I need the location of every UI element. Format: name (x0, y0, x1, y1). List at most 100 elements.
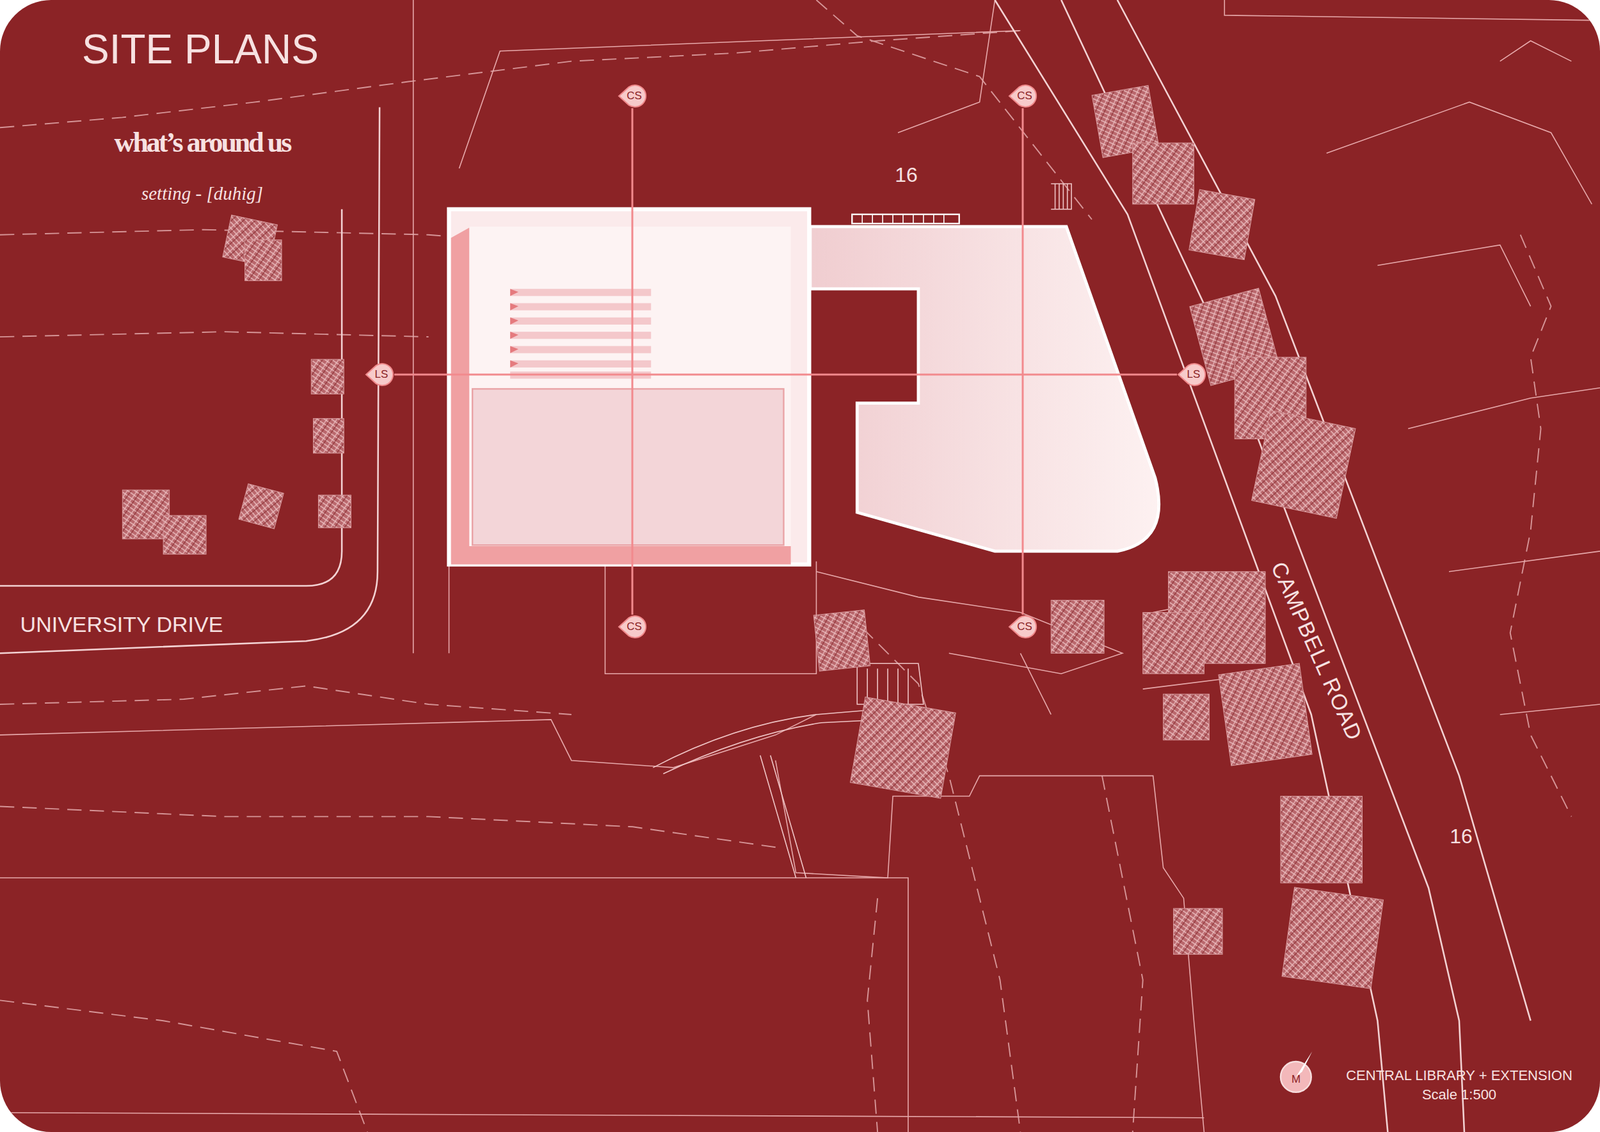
plan-rect (449, 209, 810, 565)
section-marker: CS (1008, 83, 1038, 109)
plan-rect (122, 489, 169, 539)
plan-rect (1218, 663, 1312, 766)
plan-path (897, 0, 995, 133)
roads (0, 0, 1531, 1132)
plan-path (0, 685, 572, 715)
plan-path (510, 331, 519, 339)
plan-rect (510, 317, 651, 325)
plan-path (604, 561, 816, 674)
section-tag: LS (1187, 368, 1201, 381)
plan-path (510, 317, 519, 325)
plan-path (510, 345, 519, 353)
plan-path (1510, 234, 1572, 817)
setting-note: setting - [duhig] (141, 183, 264, 205)
drawing-scale: Scale 1:500 (1422, 1086, 1497, 1103)
contour-level: 16 (1449, 824, 1473, 848)
contour-level: 16 (894, 163, 918, 187)
plan-rect (238, 483, 284, 529)
north-letter: M (1291, 1073, 1301, 1086)
plan-path (0, 805, 776, 847)
plan-rect (510, 302, 651, 310)
section-line (394, 373, 1177, 376)
marker-shape (1009, 615, 1037, 638)
plan-path (510, 302, 519, 310)
plan-rect (851, 214, 959, 224)
marker-shape (1178, 363, 1206, 386)
plan-rect (510, 288, 651, 296)
plan-rect (1050, 599, 1104, 653)
section-tag: LS (375, 368, 389, 381)
marker-shape (618, 615, 646, 638)
plan-g (510, 288, 519, 368)
plan-g (510, 288, 651, 379)
plan-rect (312, 418, 344, 454)
plan-path (0, 331, 429, 337)
plan-path (867, 897, 878, 1132)
plan-path (1061, 0, 1465, 1132)
trees (122, 85, 1384, 989)
section-marker: LS (364, 362, 395, 387)
plan-path (0, 1112, 1204, 1118)
plan-path (1117, 0, 1531, 1021)
plan-path (458, 30, 1021, 169)
plan-path (810, 226, 1160, 552)
plan-path (0, 209, 342, 586)
plan-path (760, 755, 807, 878)
library-extension (810, 214, 1160, 552)
plan-path (1224, 0, 1600, 62)
plan-rect (1163, 693, 1210, 740)
north-arrow (1280, 1050, 1312, 1092)
plan-path (1020, 652, 1051, 715)
plan-path (510, 360, 519, 368)
plan-path (846, 612, 1021, 1132)
plan-rect (849, 696, 956, 799)
plan-rect (510, 345, 651, 353)
plan-path (1408, 387, 1600, 715)
section-tag: CS (626, 89, 642, 103)
plan-rect (510, 360, 651, 368)
plan-rect (1189, 189, 1256, 260)
plan-rect (469, 226, 791, 546)
plan-path (652, 709, 878, 768)
sheet-title: SITE PLANS (81, 26, 319, 72)
plan-path (862, 214, 944, 224)
section-line (1022, 108, 1024, 615)
plan-rect (245, 240, 282, 281)
plan-rect (1281, 887, 1384, 989)
marker-shape (618, 85, 646, 107)
plan-circle (1280, 1061, 1312, 1092)
plan-path (1326, 101, 1593, 306)
plan-path (0, 999, 368, 1132)
section-tag: CS (626, 620, 642, 633)
section-marker: CS (1008, 614, 1038, 639)
plan-path (775, 760, 1205, 1132)
section-tag: CS (1016, 89, 1033, 103)
plan-path (1102, 775, 1144, 1132)
plan-path (1050, 183, 1072, 210)
plan-path (413, 0, 450, 653)
plan-rect (510, 331, 651, 339)
plan-path (0, 877, 909, 1132)
section-tag: CS (1016, 620, 1033, 633)
plan-rect (1280, 795, 1363, 883)
plan-path (510, 288, 519, 296)
marker-shape (366, 363, 393, 386)
plan-rect (311, 359, 344, 394)
plan-rect (1173, 908, 1224, 955)
section-marker: CS (617, 614, 648, 639)
library-building (449, 209, 810, 565)
plan-rect (472, 388, 784, 545)
subtitle: what’s around us (114, 127, 291, 159)
section-marker: CS (617, 83, 648, 109)
plan-rect (318, 494, 351, 528)
marker-shape (1009, 85, 1037, 107)
plan-path (0, 106, 380, 653)
road-name: UNIVERSITY DRIVE (20, 612, 224, 637)
drawing-name: CENTRAL LIBRARY + EXTENSION (1345, 1067, 1573, 1083)
plan-rect (163, 515, 207, 555)
